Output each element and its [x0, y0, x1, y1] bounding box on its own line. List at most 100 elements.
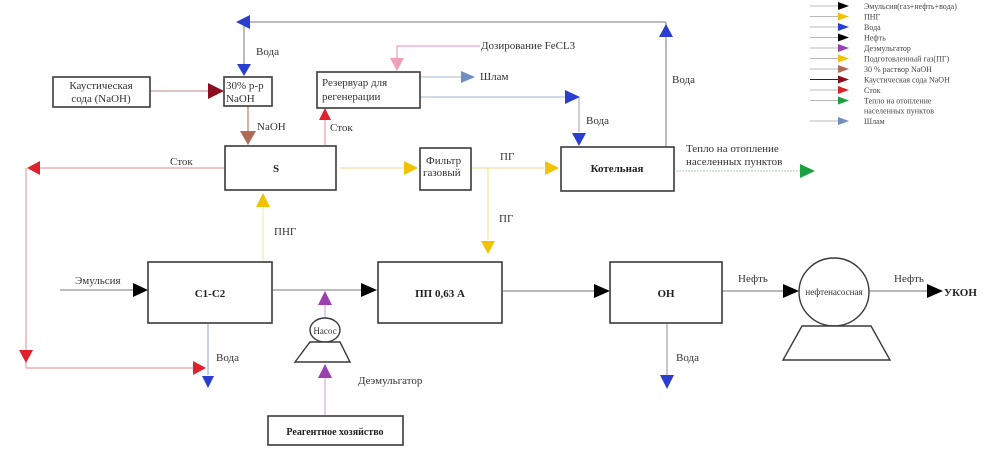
node-pump[interactable]: Насос — [293, 317, 352, 363]
legend-arrow-icon — [838, 117, 849, 125]
node-caustic-soda[interactable]: Каустическая сода (NaOH) — [52, 76, 151, 108]
water-arrow-left-top — [236, 15, 250, 29]
oil-pump-base-icon — [781, 325, 892, 361]
legend-item: Деэмульгатор — [810, 44, 911, 53]
legend-label: Шлам — [864, 117, 885, 126]
label-heat-2: населенных пунктов — [686, 156, 782, 168]
label-sludge: Шлам — [480, 71, 508, 83]
legend-label: Деэмульгатор — [864, 44, 911, 53]
legend-label: населенных пунктов — [864, 107, 934, 116]
heat-arrow — [800, 164, 815, 178]
label-water-on: Вода — [676, 352, 699, 364]
naoh-30-label-2: NaOH — [226, 93, 255, 105]
label-oil-1: Нефть — [738, 273, 768, 285]
legend-arrow-icon — [838, 23, 849, 31]
legend-label: Сток — [864, 86, 881, 95]
legend-label: Эмульсия(газ+нефть+вода) — [864, 2, 957, 11]
on-water-arrow — [660, 375, 674, 389]
node-s[interactable]: S — [224, 145, 337, 191]
emulsion-arrow — [133, 283, 148, 297]
water-reservoir-line — [420, 96, 580, 132]
node-reagent[interactable]: Реагентное хозяйство — [267, 415, 404, 446]
label-heat-1: Тепло на отопление — [686, 143, 779, 155]
label-emulsion: Эмульсия — [75, 275, 121, 287]
label-drain-up: Сток — [330, 122, 353, 134]
water-arrow-right — [565, 90, 580, 104]
drain-loop-line — [25, 167, 225, 369]
drain-arrow-left — [27, 161, 40, 175]
drain-up-arrow — [319, 108, 331, 120]
legend-item: Каустическая сода NaOH — [810, 75, 950, 85]
legend-item: Шлам — [810, 117, 885, 126]
node-pp[interactable]: ПП 0,63 А — [377, 261, 503, 324]
fecl3-arrow — [390, 58, 404, 71]
naoh-30-label-1: 30% р-р — [226, 80, 264, 92]
label-pg-down: ПГ — [499, 213, 513, 225]
node-c1c2[interactable]: С1-С2 — [147, 261, 273, 324]
pp-label: ПП 0,63 А — [415, 288, 465, 300]
label-fecl3: Дозирование FeCL3 — [481, 40, 576, 52]
legend-label: Вода — [864, 23, 881, 32]
label-water-c1c2: Вода — [216, 352, 239, 364]
label-demulsifier: Деэмульгатор — [358, 375, 423, 387]
legend-item: Сток — [810, 86, 881, 95]
label-water-reservoir: Вода — [586, 115, 609, 127]
caustic-soda-label-1: Каустическая — [69, 80, 132, 92]
legend-arrow-icon — [838, 12, 849, 21]
legend-item: 30 % раствор NaOH — [810, 65, 932, 74]
node-oil-pump-station[interactable]: нефтенасосная — [781, 257, 892, 361]
label-drain-left: Сток — [170, 156, 193, 168]
filter-pp-arrow — [481, 241, 495, 254]
label-pg-right: ПГ — [500, 151, 514, 163]
legend-arrow-icon — [838, 65, 849, 73]
legend: Эмульсия(газ+нефть+вода) ПНГВодаНефтьДеэм… — [810, 2, 957, 126]
legend-label: 30 % раствор NaOH — [864, 65, 932, 74]
node-boiler[interactable]: Котельная — [560, 146, 675, 192]
label-png: ПНГ — [274, 226, 296, 238]
caustic-soda-arrow — [208, 83, 224, 99]
legend-arrow-icon — [838, 33, 849, 42]
legend-item: Эмульсия(газ+нефть+вода) — [810, 2, 957, 11]
filter-boiler-arrow — [545, 161, 559, 175]
legend-label: Каустическая сода NaOH — [864, 76, 950, 85]
label-water-top: Вода — [256, 46, 279, 58]
oil-pump-label: нефтенасосная — [805, 287, 862, 297]
node-on[interactable]: ОН — [609, 261, 723, 324]
water-return-line — [243, 21, 667, 150]
reagent-label: Реагентное хозяйство — [286, 427, 383, 438]
reservoir-label-2: регенерации — [322, 91, 381, 103]
naoh-arrow — [240, 131, 256, 145]
label-water-boiler-up: Вода — [672, 74, 695, 86]
c1c2-pp-arrow — [361, 283, 377, 297]
node-reservoir[interactable]: Резервуар для регенерации — [316, 71, 421, 109]
drain-arrow-down — [19, 350, 33, 363]
legend-item: ПНГ — [810, 12, 881, 22]
legend-item: Нефть — [810, 33, 886, 43]
reagent-demulsifier-arrow — [318, 364, 332, 378]
node-gas-filter[interactable]: Фильтр газовый — [419, 147, 472, 191]
fecl3-line — [396, 45, 480, 60]
on-pump-arrow — [783, 284, 799, 298]
sludge-arrow — [461, 71, 475, 83]
s-filter-arrow — [404, 161, 418, 175]
s-label: S — [273, 163, 279, 175]
legend-arrow-icon — [838, 75, 849, 84]
pump-label: Насос — [313, 326, 336, 336]
reservoir-label-1: Резервуар для — [322, 77, 387, 89]
legend-arrow-icon — [838, 44, 849, 52]
legend-item: Подготовленный газ(ПГ) — [810, 54, 949, 64]
legend-label: Нефть — [864, 34, 886, 43]
legend-label: Тепло на отопление — [864, 97, 932, 106]
node-naoh-30[interactable]: 30% р-р NaOH — [223, 76, 273, 107]
legend-arrow-icon — [838, 2, 849, 10]
drain-arrow-right — [193, 361, 206, 375]
filter-label-1: Фильтр — [426, 155, 462, 167]
filter-label-2: газовый — [423, 167, 461, 179]
c1c2-water-arrow — [202, 376, 214, 388]
on-label: ОН — [657, 288, 675, 300]
pump-ukon-arrow — [927, 284, 943, 298]
legend-label: ПНГ — [864, 13, 881, 22]
pump-base-icon — [293, 341, 352, 363]
water-arrow-down-naoh — [237, 64, 251, 76]
c1c2-label: С1-С2 — [195, 288, 226, 300]
